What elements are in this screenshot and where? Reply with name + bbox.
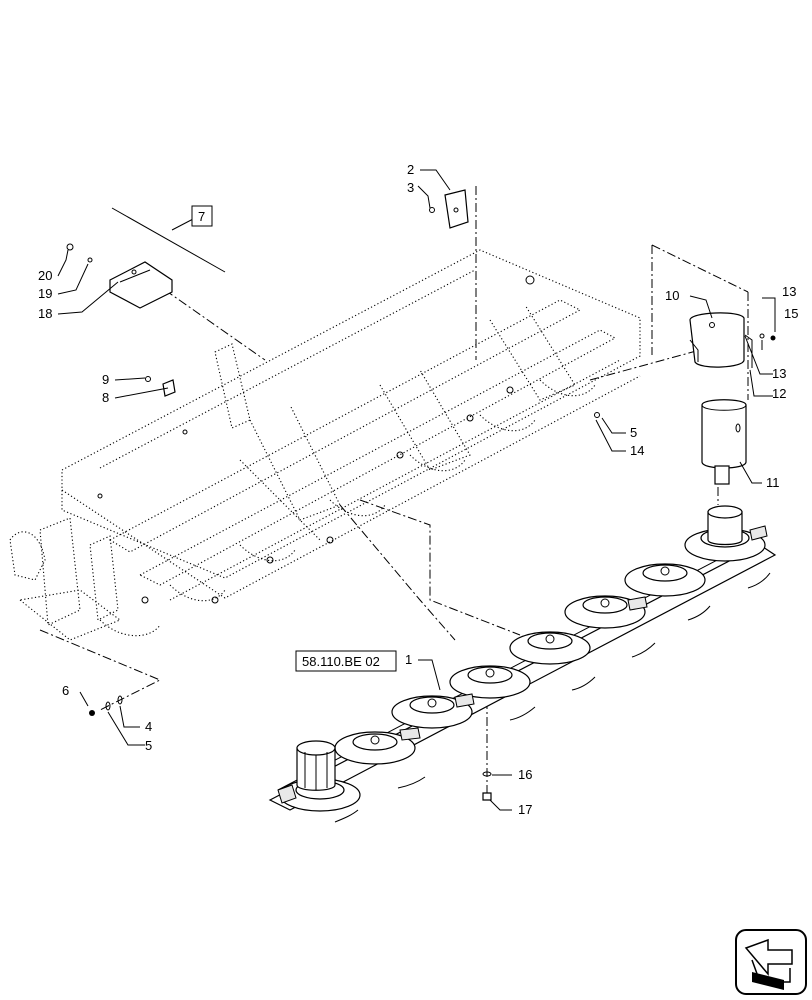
callout-13b: 13 [772, 366, 786, 381]
callout-15: 15 [784, 306, 798, 321]
callout-labels: 2 3 7 20 19 18 9 8 10 13 15 13 12 5 14 1… [38, 162, 798, 817]
callout-leaders [57, 169, 776, 811]
callout-16: 16 [518, 767, 532, 782]
callout-5b: 5 [145, 738, 152, 753]
cutter-disc-3 [391, 695, 473, 729]
callout-17: 17 [518, 802, 532, 817]
drive-drum-left [296, 740, 336, 791]
callout-1: 1 [405, 652, 412, 667]
callout-19: 19 [38, 286, 52, 301]
leader-lines [39, 186, 749, 800]
callout-11: 11 [766, 475, 780, 490]
gearbox-shield-10 [689, 312, 753, 368]
callout-10: 10 [665, 288, 679, 303]
callout-14: 14 [630, 443, 644, 458]
callout-9: 9 [102, 372, 109, 387]
callout-12: 12 [772, 386, 786, 401]
callout-8: 8 [102, 390, 109, 405]
cutter-disc-4 [449, 665, 531, 699]
bracket-8 [145, 376, 176, 397]
cutter-disc-6 [564, 595, 646, 629]
cutter-disc-7 [624, 563, 706, 597]
callout-20: 20 [38, 268, 52, 283]
drive-drum-right [707, 505, 743, 546]
bolt-17 [482, 792, 492, 801]
callout-7-box [191, 205, 213, 227]
gearbox-housing-11 [701, 399, 747, 485]
bolt-14 [594, 412, 600, 418]
hardware-4-5-6 [89, 695, 123, 716]
bolt-13-15 [759, 333, 776, 341]
callout-3: 3 [407, 180, 414, 195]
reference-link[interactable]: 58.110.BE 02 [295, 650, 397, 672]
shield-plate-18 [66, 243, 173, 309]
callout-5a: 5 [630, 425, 637, 440]
washer-16 [482, 771, 492, 777]
cutterbar-assembly-1 [268, 505, 777, 823]
callout-18: 18 [38, 306, 52, 321]
mounting-plate-2 [429, 189, 469, 229]
cutter-disc-5 [509, 631, 591, 665]
callout-13a: 13 [782, 284, 796, 299]
mower-frame [9, 249, 641, 641]
callout-6: 6 [62, 683, 69, 698]
reference-label[interactable]: 58.110.BE 02 [302, 654, 380, 669]
page-navigation-arrow-icon[interactable] [735, 929, 807, 995]
callout-2: 2 [407, 162, 414, 177]
callout-7: 7 [198, 209, 205, 224]
callout-4: 4 [145, 719, 152, 734]
